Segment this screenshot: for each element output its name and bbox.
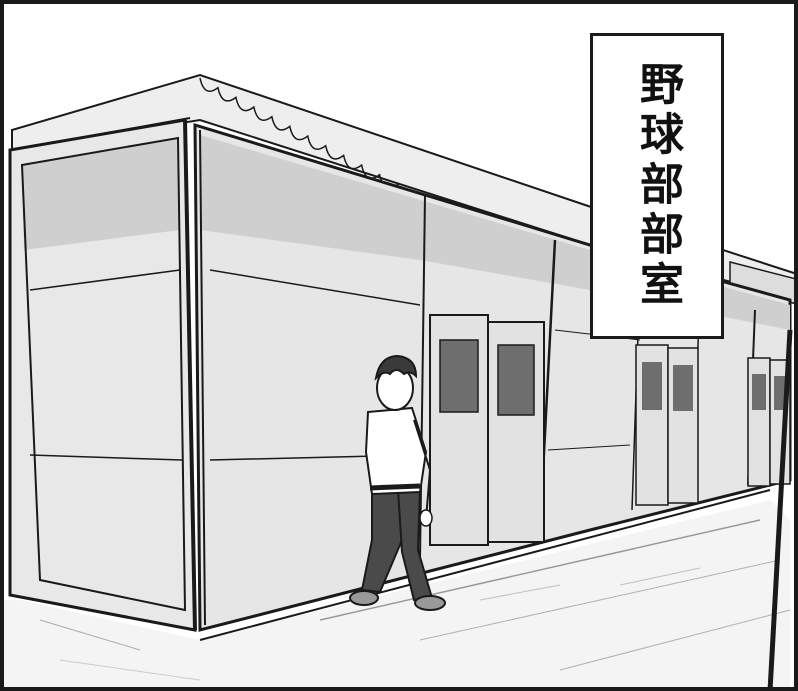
location-caption: 野球部部室 [632, 61, 683, 311]
double-door-middle [635, 344, 699, 506]
walkway [0, 489, 791, 691]
student-figure [349, 354, 446, 611]
adjacent-panel-edge [767, 329, 793, 691]
clubhouse-end-wall [8, 118, 197, 632]
double-door-near [429, 314, 545, 546]
location-caption-box: 野球部部室 [590, 33, 724, 339]
